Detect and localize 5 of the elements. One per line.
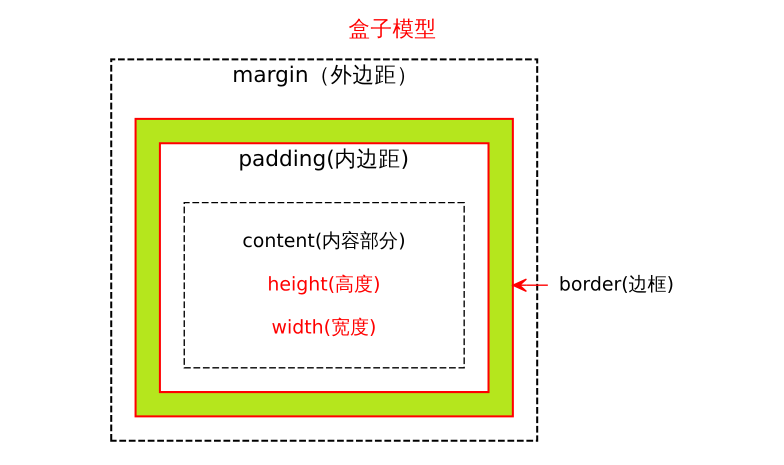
node-box: content(内容部分) height(高度) width(宽度): [183, 202, 464, 369]
cluster: [134, 118, 514, 418]
node-text: border(边框): [558, 273, 674, 296]
diagram-title: 盒子模型: [348, 17, 436, 42]
arrow: [512, 278, 548, 292]
